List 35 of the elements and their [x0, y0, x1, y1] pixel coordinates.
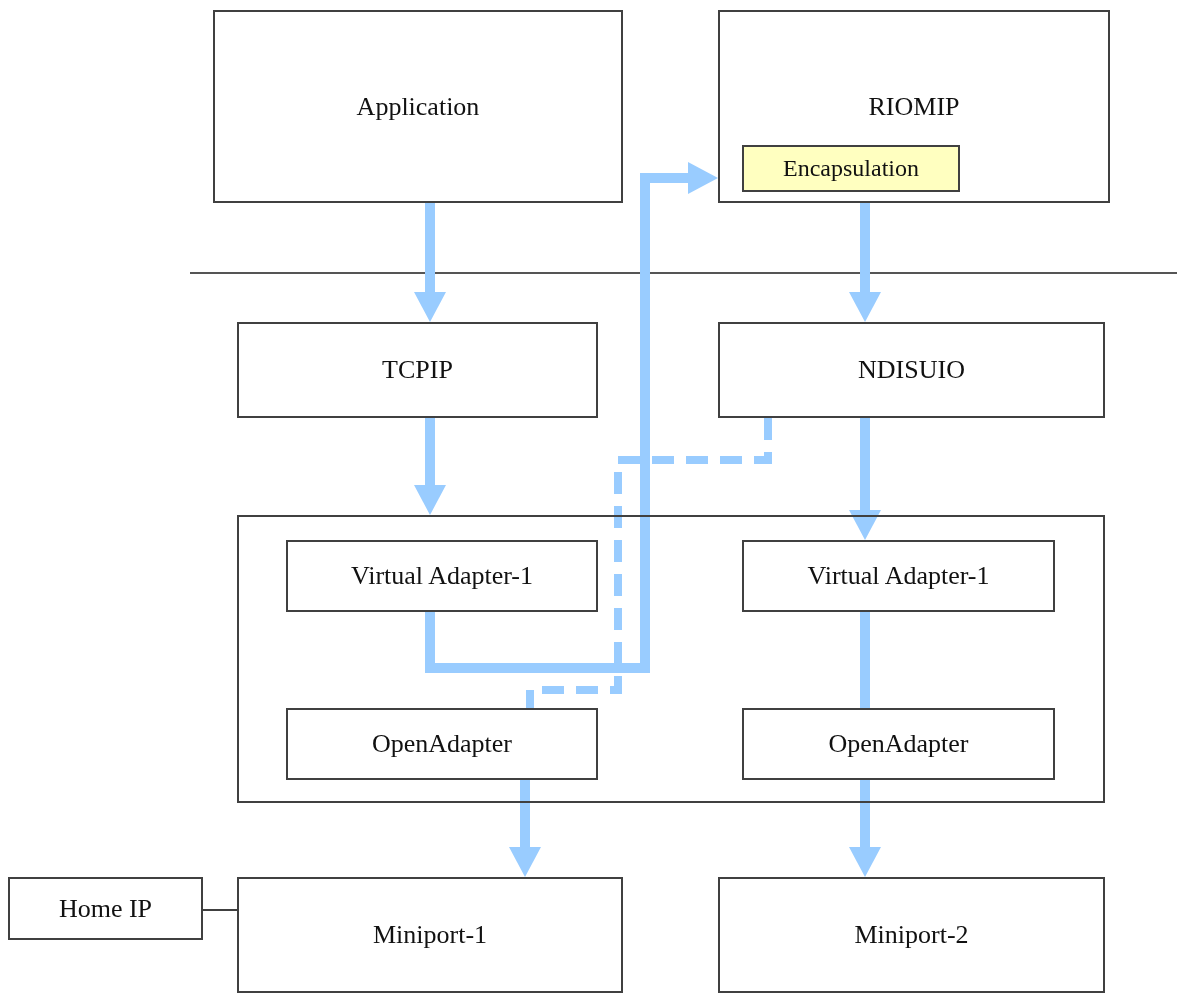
- connector-line: [202, 909, 238, 911]
- component-box: [718, 877, 1105, 993]
- component-box: [718, 10, 1110, 203]
- connector-line: [526, 418, 772, 708]
- box-label: TCPIP: [382, 355, 453, 385]
- component-box: [742, 540, 1055, 612]
- arrow: [849, 203, 881, 322]
- arrow: [414, 203, 446, 322]
- arrow: [425, 162, 718, 673]
- box-label: Home IP: [58, 893, 153, 924]
- box-label: OpenAdapter: [371, 729, 513, 759]
- label-box: [742, 145, 960, 192]
- box-label: Virtual Adapter-1: [807, 561, 990, 591]
- arrow: [849, 780, 881, 877]
- box-label: RIOMIP: [868, 91, 960, 122]
- box-label: Application: [356, 91, 480, 122]
- arrow: [849, 418, 881, 540]
- box-label: Miniport-2: [854, 920, 969, 950]
- box-label: Virtual Adapter-1: [351, 561, 533, 591]
- component-box: [742, 708, 1055, 780]
- component-box: [286, 540, 598, 612]
- component-box: [8, 877, 203, 940]
- arrow: [509, 780, 541, 877]
- component-box: [213, 10, 623, 203]
- box-label: NDISUIO: [858, 355, 965, 385]
- box-label: Miniport-1: [372, 920, 488, 950]
- connector-line: [860, 612, 870, 708]
- box-label: Encapsulation: [783, 155, 919, 182]
- component-box: [237, 322, 598, 418]
- component-box: [286, 708, 598, 780]
- group-box: [237, 515, 1105, 803]
- component-box: [237, 877, 623, 993]
- box-label: OpenAdapter: [828, 729, 969, 759]
- arrow: [414, 418, 446, 515]
- component-box: [718, 322, 1105, 418]
